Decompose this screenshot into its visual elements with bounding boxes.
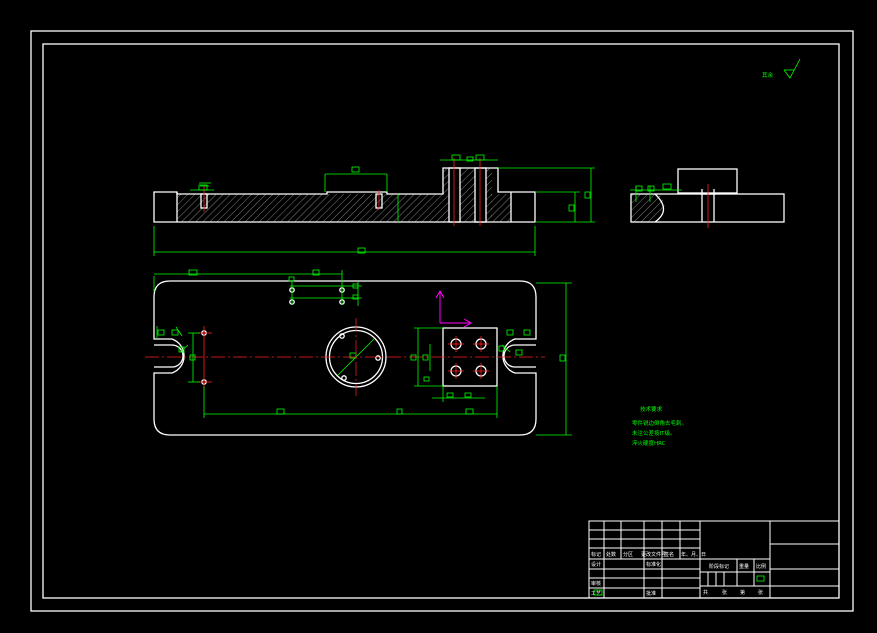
title-block: 标记 处数 分区 更改文件号 签名 年、月、日 设计 标准化 阶段标记 重量 比… bbox=[588, 520, 840, 599]
tb-label-count: 处数 bbox=[606, 551, 616, 558]
ucs-icon bbox=[435, 289, 473, 328]
surface-finish-mark: 其余 bbox=[762, 58, 801, 79]
tb-label-date: 年、月、日 bbox=[681, 551, 706, 558]
inner-border bbox=[42, 43, 840, 599]
tb-label-stage: 阶段标记 bbox=[709, 563, 729, 570]
tb-sheet-number: 第 bbox=[740, 589, 745, 596]
tb-label-signature: 签名 bbox=[664, 551, 674, 558]
tb-label-audit: 审核 bbox=[591, 580, 601, 587]
tb-label-mark: 标记 bbox=[591, 551, 601, 558]
tb-label-approve: 批准 bbox=[646, 590, 656, 597]
front-section-view bbox=[153, 154, 595, 256]
tb-label-scale: 比例 bbox=[756, 563, 766, 570]
top-view bbox=[145, 269, 572, 436]
tb-label-design: 设计 bbox=[591, 561, 601, 568]
tech-note-line-2: 未注公差按IT级。 bbox=[632, 429, 675, 437]
tb-label-standard: 标准化 bbox=[646, 561, 661, 568]
tb-sheet-unit-2: 张 bbox=[758, 589, 763, 596]
tech-notes-title: 技术要求 bbox=[640, 405, 663, 413]
side-view bbox=[630, 168, 785, 228]
tb-label-weight: 重量 bbox=[739, 563, 749, 570]
tb-sheet-total: 共 bbox=[703, 589, 708, 596]
tb-sheet-unit-1: 张 bbox=[722, 589, 727, 596]
technical-notes: 技术要求 零件锐边倒角去毛刺。 未注公差按IT级。 淬火硬度HRC bbox=[632, 405, 687, 447]
tech-note-line-1: 零件锐边倒角去毛刺。 bbox=[632, 419, 687, 427]
surface-mark-label: 其余 bbox=[762, 71, 774, 79]
tech-note-line-3: 淬火硬度HRC bbox=[632, 439, 666, 447]
outer-border bbox=[30, 30, 854, 612]
tb-label-process: 工艺 bbox=[591, 591, 601, 597]
tb-label-change-doc: 更改文件号 bbox=[641, 551, 666, 558]
tb-label-zone: 分区 bbox=[623, 551, 633, 558]
